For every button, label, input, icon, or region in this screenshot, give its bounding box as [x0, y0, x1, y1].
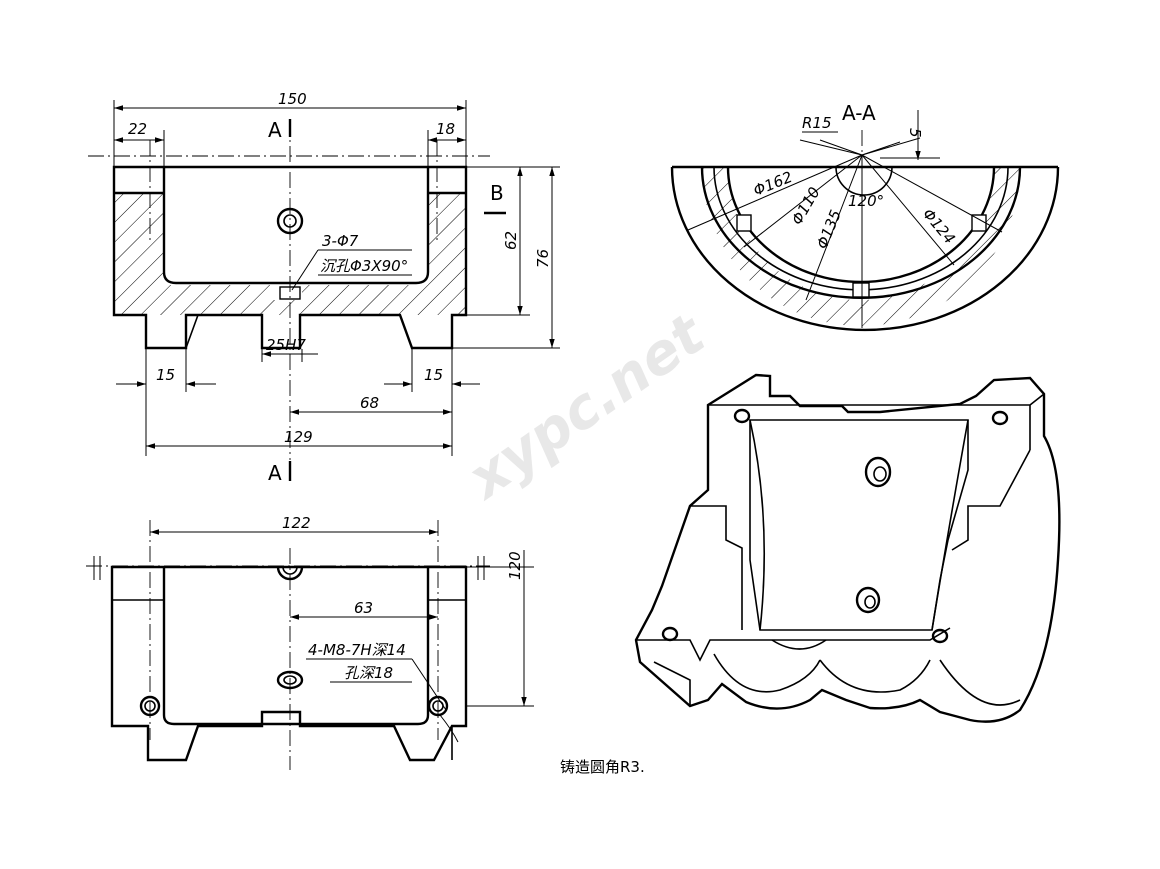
isometric-view [634, 373, 1061, 723]
dim-center-offset-top: 63 [354, 599, 373, 617]
dim-hole-spacing: 122 [282, 514, 311, 532]
dim-left-wall: 22 [128, 120, 147, 138]
dim-foot-left: 15 [156, 366, 175, 384]
dim-overall-width: 150 [278, 90, 307, 108]
note-thread-spec: 4-M8-7H深14 [308, 641, 406, 659]
note-hole-spec: 3-Φ7 [322, 232, 359, 250]
casting-note: 铸造圆角R3. [560, 758, 645, 776]
note-hole-depth: 孔深18 [344, 664, 393, 682]
dim-offset: 5 [906, 128, 924, 138]
dim-angle: 120° [848, 192, 884, 210]
watermark: xypc.net [454, 301, 718, 513]
dim-right-wall: 18 [436, 120, 455, 138]
section-label-b: B [490, 181, 504, 205]
front-view: A A B 150 22 18 62 76 3-Φ7 沉孔Φ3X90° 25H [88, 90, 560, 485]
dim-slot-width: 25H7 [266, 336, 306, 354]
dim-depth: 120 [506, 551, 524, 580]
dim-base-width: 129 [284, 428, 313, 446]
note-countersink: 沉孔Φ3X90° [320, 257, 408, 275]
dim-inner-height: 62 [502, 231, 520, 250]
dim-radius: R15 [802, 114, 832, 132]
section-label-a-top: A [268, 118, 282, 142]
dim-foot-right: 15 [424, 366, 443, 384]
section-view-aa: A-A R15 5 Φ162 Φ110 Φ135 Φ124 12 [670, 101, 1060, 332]
top-view: 122 120 63 4-M8-7H深14 孔深18 [86, 514, 534, 770]
section-title: A-A [842, 101, 876, 125]
dim-total-height: 76 [534, 249, 552, 268]
section-label-a-bottom: A [268, 461, 282, 485]
dim-center-offset: 68 [360, 394, 379, 412]
